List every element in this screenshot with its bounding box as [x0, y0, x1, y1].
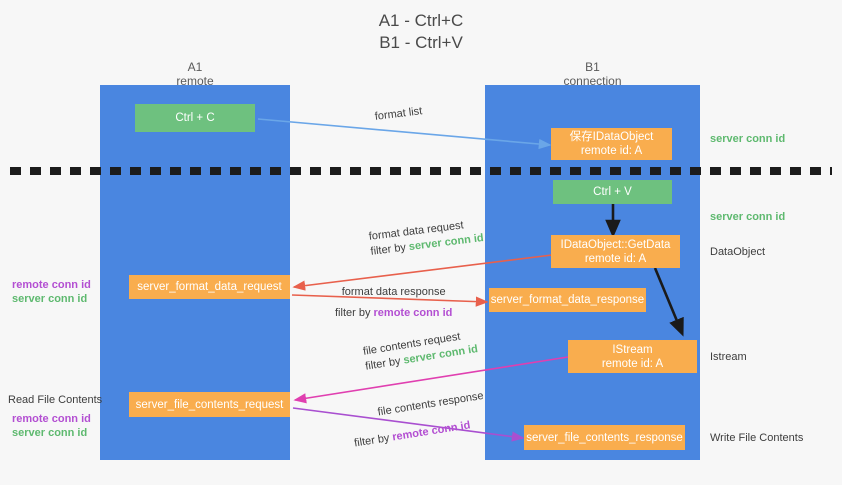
annotation-server-conn-id-1: server conn id	[12, 293, 88, 305]
arrow-format-list	[257, 118, 552, 150]
node-server-file-contents-response-label: server_file_contents_response	[526, 431, 683, 444]
phase-divider	[10, 167, 832, 175]
edge-label-format-data-response-line1: format data response	[341, 286, 446, 298]
node-server-file-contents-response[interactable]: server_file_contents_response	[524, 425, 685, 450]
arrow-file-contents-request	[293, 356, 569, 404]
node-idataobject-line2: remote id: A	[580, 145, 643, 157]
annotation-server-conn-id-mid: server conn id	[710, 211, 786, 223]
filter-prefix: filter by	[335, 307, 374, 319]
annotation-write-file-contents: Write File Contents	[710, 432, 804, 444]
node-server-file-contents-request-label: server_file_contents_request	[135, 398, 284, 411]
arrow-file-contents-response	[292, 407, 525, 442]
filter-key-remote-conn-id: remote conn id	[373, 307, 453, 319]
edge-label-format-data-response: format data response filter by remote co…	[335, 285, 452, 321]
annotation-server-conn-id-top: server conn id	[710, 133, 786, 145]
column-header-b1-subtitle: connection	[563, 74, 622, 88]
node-idataobject[interactable]: 保存IDataObject remote id: A	[551, 128, 672, 160]
arrow-format-data-response	[291, 294, 489, 307]
annotation-server-conn-id-2: server conn id	[12, 427, 88, 439]
annotation-remote-conn-id-1: remote conn id	[12, 279, 91, 291]
node-ctrl-v[interactable]: Ctrl + V	[553, 180, 672, 204]
node-server-format-data-response-label: server_format_data_response	[490, 294, 645, 306]
arrow-getdata-to-istream	[653, 267, 684, 337]
edge-label-format-data-response-filter: filter by remote conn id	[335, 306, 452, 321]
annotation-remote-conn-id-2: remote conn id	[12, 413, 91, 425]
node-getdata-line2: remote id: A	[584, 252, 647, 265]
node-idataobject-line1: 保存IDataObject	[569, 131, 654, 143]
node-istream-line1: IStream	[612, 343, 653, 356]
filter-prefix: filter by	[369, 241, 410, 258]
node-server-format-data-request[interactable]: server_format_data_request	[129, 275, 290, 299]
column-header-b1-name: B1	[585, 60, 600, 74]
column-header-a1-name: A1	[187, 60, 203, 74]
column-header-a1: A1 remote	[100, 60, 290, 88]
node-istream[interactable]: IStream remote id: A	[568, 340, 697, 373]
annotation-dataobject: DataObject	[710, 246, 766, 258]
page-title: A1 - Ctrl+C B1 - Ctrl+V	[0, 10, 842, 54]
annotation-istream: Istream	[710, 351, 747, 363]
annotation-read-file-contents: Read File Contents	[8, 394, 103, 406]
node-istream-line2: remote id: A	[601, 357, 664, 370]
node-ctrl-c-label: Ctrl + C	[175, 112, 215, 124]
node-ctrl-v-label: Ctrl + V	[593, 186, 632, 198]
node-server-format-data-request-label: server_format_data_request	[137, 281, 282, 293]
title-line-2: B1 - Ctrl+V	[379, 33, 463, 52]
column-header-b1: B1 connection	[485, 60, 700, 88]
node-getdata-line1: IDataObject::GetData	[560, 238, 671, 251]
node-server-format-data-response[interactable]: server_format_data_response	[489, 288, 646, 312]
node-server-file-contents-request[interactable]: server_file_contents_request	[129, 392, 290, 417]
node-getdata[interactable]: IDataObject::GetData remote id: A	[551, 235, 680, 268]
title-line-1: A1 - Ctrl+C	[378, 11, 464, 30]
arrow-format-data-request	[292, 254, 553, 291]
node-ctrl-c[interactable]: Ctrl + C	[135, 104, 255, 132]
column-header-a1-subtitle: remote	[176, 74, 214, 88]
